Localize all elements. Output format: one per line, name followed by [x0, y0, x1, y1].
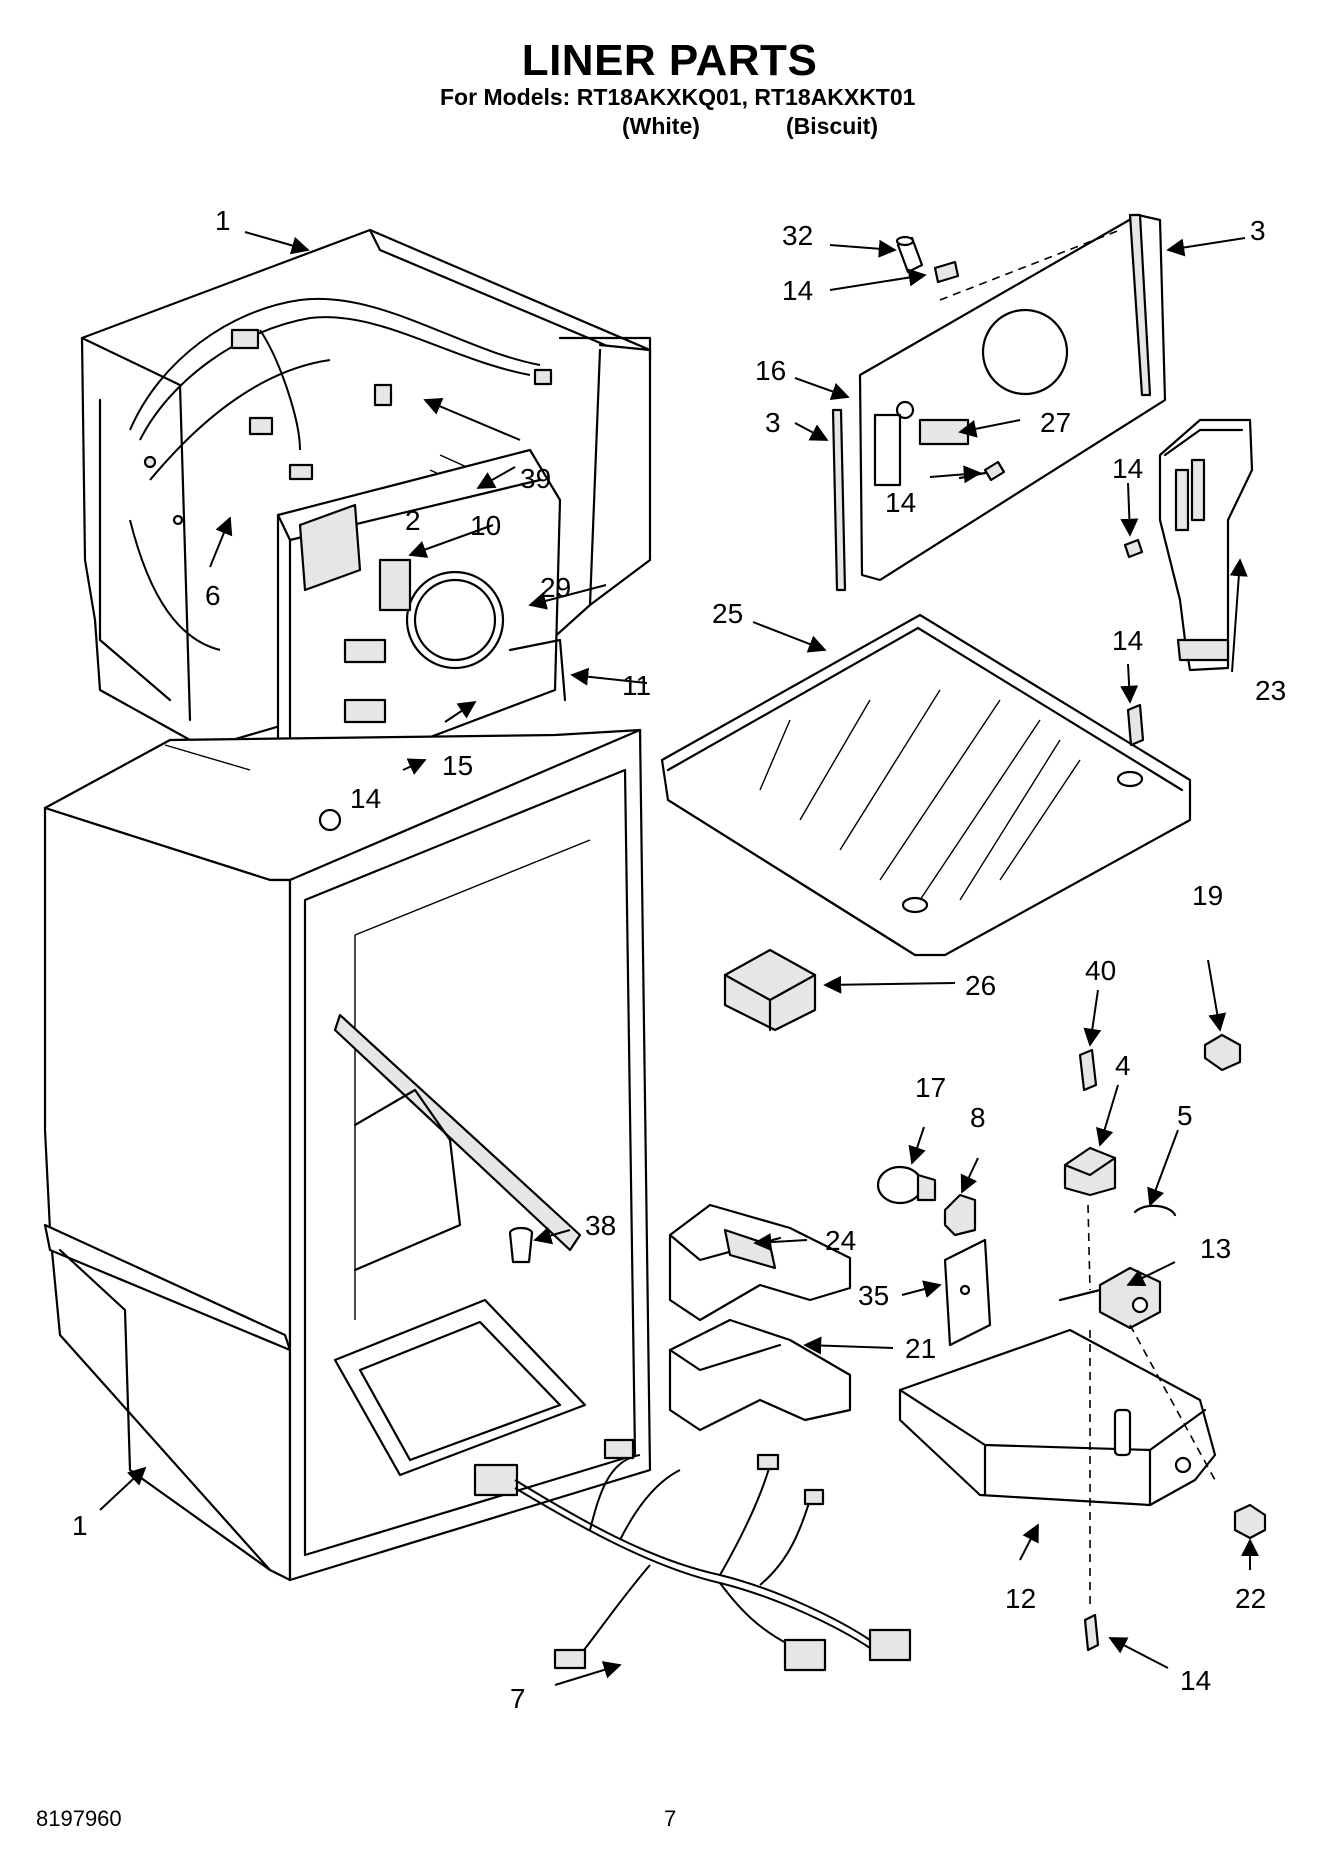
callout-15: 15	[442, 750, 473, 781]
callout-26: 26	[965, 970, 996, 1001]
callout-17: 17	[915, 1072, 946, 1103]
callout-32: 32	[782, 220, 813, 251]
callout-14-b: 14	[782, 275, 813, 306]
callout-38: 38	[585, 1210, 616, 1241]
part-25-drawing	[660, 613, 1192, 957]
callout-1-top: 1	[215, 205, 231, 236]
liner-cabinet-drawing	[43, 228, 652, 1582]
callout-numbers: 1 2 10 29 11 15 14 6 39 32 14 3 16 3 27 …	[72, 205, 1286, 1714]
part-35-drawing	[943, 1238, 992, 1347]
doc-number: 8197960	[36, 1806, 122, 1831]
callout-8: 8	[970, 1102, 986, 1133]
callout-29: 29	[540, 572, 571, 603]
part-26-drawing	[723, 948, 817, 1032]
models-line: For Models: RT18AKXKQ01, RT18AKXKT01	[440, 84, 916, 110]
part-32-drawing	[895, 235, 960, 284]
callout-14-f: 14	[1180, 1665, 1211, 1696]
callout-11: 11	[622, 670, 651, 701]
callout-6: 6	[205, 580, 221, 611]
leader-lines	[99, 231, 1259, 1686]
callout-27: 27	[1040, 407, 1071, 438]
callout-14-c: 14	[885, 487, 916, 518]
part-22-drawing	[1233, 1503, 1267, 1540]
callout-12: 12	[1005, 1583, 1036, 1614]
part-38-drawing	[508, 1226, 534, 1264]
callout-7: 7	[510, 1683, 526, 1714]
page-number: 7	[664, 1806, 677, 1831]
part-40-drawing	[1078, 1048, 1098, 1092]
callout-23: 23	[1255, 675, 1286, 706]
part-7-drawing	[473, 1438, 912, 1672]
part-19-drawing	[1203, 1033, 1242, 1072]
callout-1-bottom: 1	[72, 1510, 88, 1541]
callout-4: 4	[1115, 1050, 1131, 1081]
callout-21: 21	[905, 1333, 936, 1364]
part-24-drawing	[668, 1203, 852, 1322]
callout-13: 13	[1200, 1233, 1231, 1264]
callout-25: 25	[712, 598, 743, 629]
part-17-drawing	[876, 1165, 937, 1205]
part-4-drawing	[1063, 1146, 1117, 1197]
part-12-drawing	[898, 1204, 1217, 1610]
callout-3-right: 3	[1250, 215, 1266, 246]
callout-19: 19	[1192, 880, 1223, 911]
callout-39: 39	[520, 463, 551, 494]
callout-5: 5	[1177, 1100, 1193, 1131]
part-21-drawing	[668, 1318, 852, 1432]
callout-2: 2	[405, 505, 421, 536]
rear-panel-drawing	[831, 213, 1167, 592]
color-label-white: (White)	[622, 113, 700, 139]
part-23-drawing	[1123, 418, 1254, 672]
callout-14-a: 14	[350, 783, 381, 814]
color-label-biscuit: (Biscuit)	[786, 113, 878, 139]
callout-14-e: 14	[1112, 625, 1143, 656]
callout-16: 16	[755, 355, 786, 386]
page-title: LINER PARTS	[521, 36, 818, 85]
callout-24: 24	[825, 1225, 856, 1256]
part-14-bottom-drawing	[1083, 1613, 1100, 1652]
part-8-drawing	[943, 1193, 977, 1237]
callout-3-left: 3	[765, 407, 781, 438]
callout-14-d: 14	[1112, 453, 1143, 484]
part-5-drawing	[1133, 1204, 1177, 1217]
callout-22: 22	[1235, 1583, 1266, 1614]
callout-10: 10	[470, 510, 501, 541]
callout-40: 40	[1085, 955, 1116, 986]
callout-35: 35	[858, 1280, 889, 1311]
